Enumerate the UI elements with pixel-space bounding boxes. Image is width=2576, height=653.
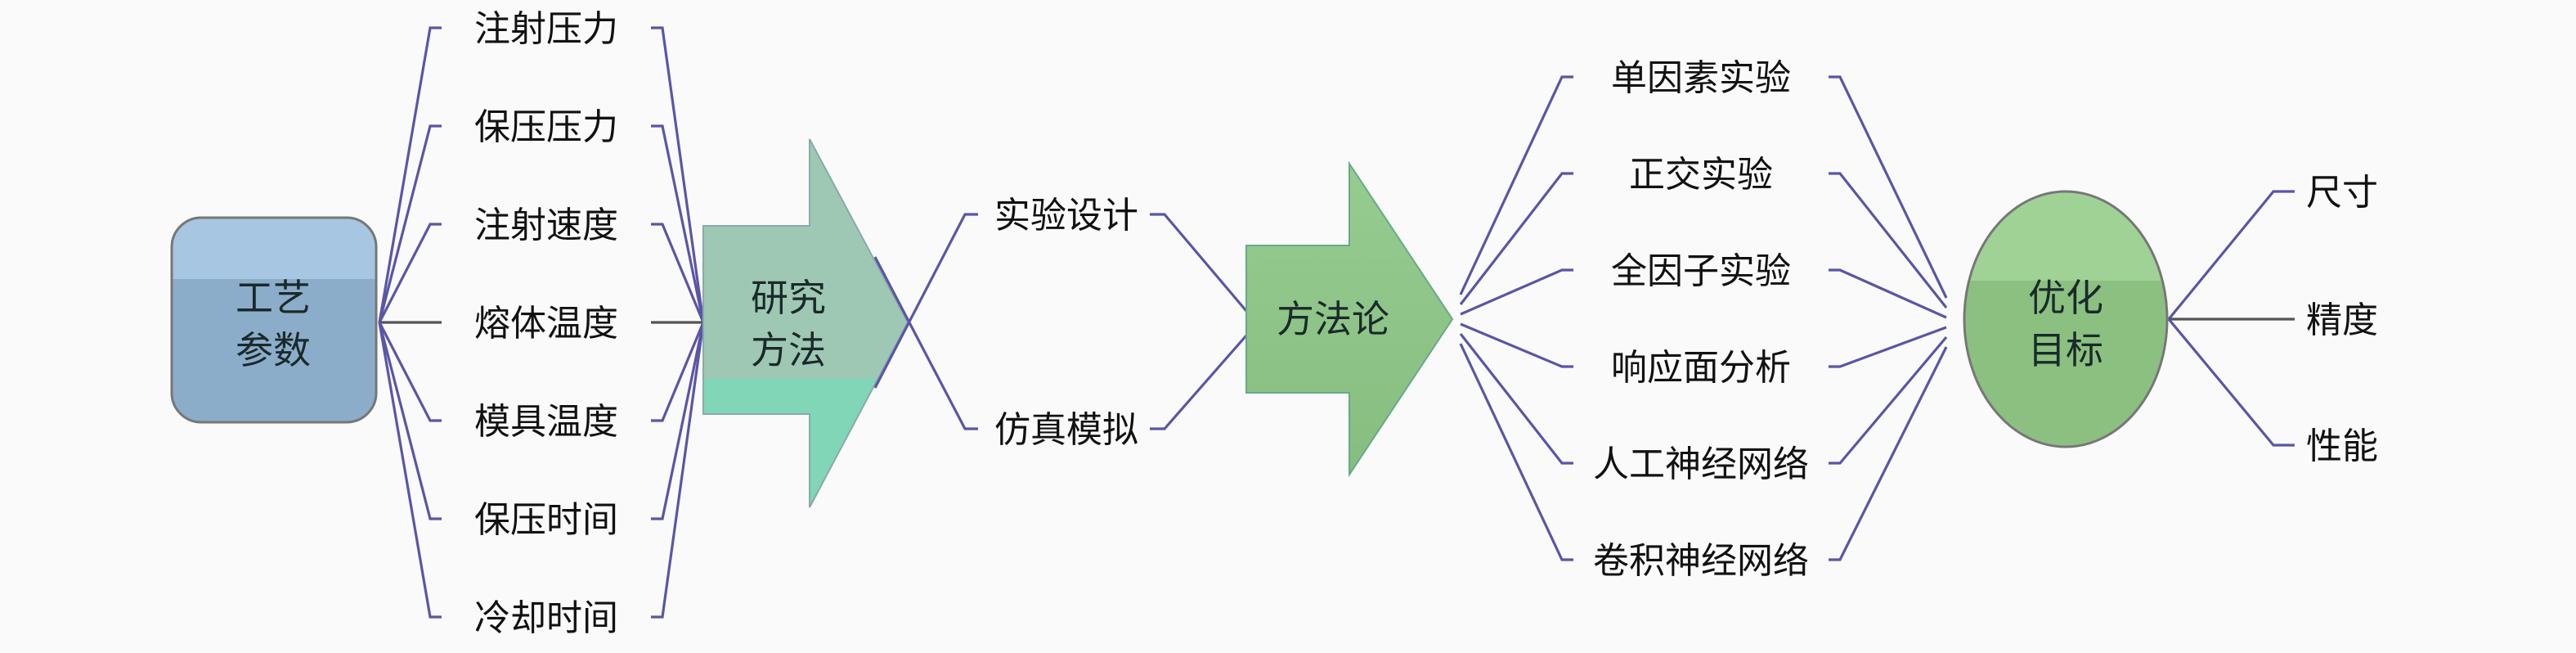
technique-connectors bbox=[1459, 75, 1948, 561]
research-label-line2: 方法 bbox=[751, 328, 826, 372]
connector-line bbox=[651, 322, 705, 520]
connector-line bbox=[378, 223, 442, 323]
connector-line bbox=[651, 124, 705, 323]
connector-line bbox=[378, 26, 442, 323]
technique-label: 单因素实验 bbox=[1611, 57, 1791, 99]
connector-line bbox=[378, 322, 442, 619]
connector-line bbox=[1459, 172, 1573, 305]
methodology-arrow: 方法论 bbox=[1245, 160, 1454, 478]
connector-line bbox=[1829, 336, 1948, 465]
param-label: 熔体温度 bbox=[474, 303, 618, 345]
goal-label-line1: 优化 bbox=[2028, 276, 2103, 320]
connector-line bbox=[1829, 172, 1948, 308]
target-label: 尺寸 bbox=[2306, 172, 2378, 214]
param-label: 模具温度 bbox=[474, 401, 618, 443]
param-label: 注射速度 bbox=[474, 205, 618, 246]
connector-line bbox=[651, 26, 705, 323]
methodology-label: 方法论 bbox=[1277, 297, 1389, 341]
connector-line bbox=[651, 322, 705, 422]
connector-line bbox=[378, 322, 442, 422]
connector-line bbox=[1829, 268, 1947, 319]
connector-line bbox=[1829, 326, 1947, 368]
connector-line bbox=[1460, 268, 1573, 316]
param-label: 注射压力 bbox=[474, 8, 618, 50]
connector-line bbox=[1829, 346, 1948, 561]
optimization-goal-node: 优化 目标 bbox=[1963, 190, 2169, 448]
method-label: 仿真模拟 bbox=[994, 409, 1138, 451]
connector-line bbox=[1829, 75, 1948, 299]
param-label: 保压压力 bbox=[474, 106, 618, 148]
connector-line bbox=[651, 322, 705, 619]
param-label: 冷却时间 bbox=[474, 597, 618, 639]
root-node-process-parameters: 工艺 参数 bbox=[170, 216, 378, 424]
target-label: 精度 bbox=[2306, 299, 2378, 341]
connector-line bbox=[1459, 75, 1573, 295]
technique-label: 卷积神经网络 bbox=[1593, 540, 1809, 582]
technique-label: 响应面分析 bbox=[1611, 347, 1791, 389]
target-connectors bbox=[2167, 190, 2295, 447]
connector-line bbox=[378, 124, 442, 323]
connector-line bbox=[1459, 343, 1573, 561]
research-methods-arrow: 研究 方法 bbox=[702, 138, 909, 508]
target-label: 性能 bbox=[2306, 426, 2378, 467]
technique-label: 全因子实验 bbox=[1611, 250, 1791, 292]
research-label-line1: 研究 bbox=[751, 276, 826, 320]
connector-line bbox=[1459, 333, 1573, 465]
goal-label-line2: 目标 bbox=[2028, 328, 2103, 372]
method-label: 实验设计 bbox=[994, 195, 1138, 236]
method-connectors bbox=[873, 213, 1248, 430]
connector-line bbox=[651, 223, 705, 323]
connector-line bbox=[378, 322, 442, 520]
root-label-line2: 参数 bbox=[236, 328, 311, 372]
technique-label: 人工神经网络 bbox=[1593, 444, 1809, 485]
param-connectors bbox=[378, 26, 705, 619]
root-label-line1: 工艺 bbox=[236, 276, 311, 320]
param-label: 保压时间 bbox=[474, 499, 618, 541]
technique-label: 正交实验 bbox=[1629, 154, 1773, 196]
connector-line bbox=[1460, 322, 1573, 368]
